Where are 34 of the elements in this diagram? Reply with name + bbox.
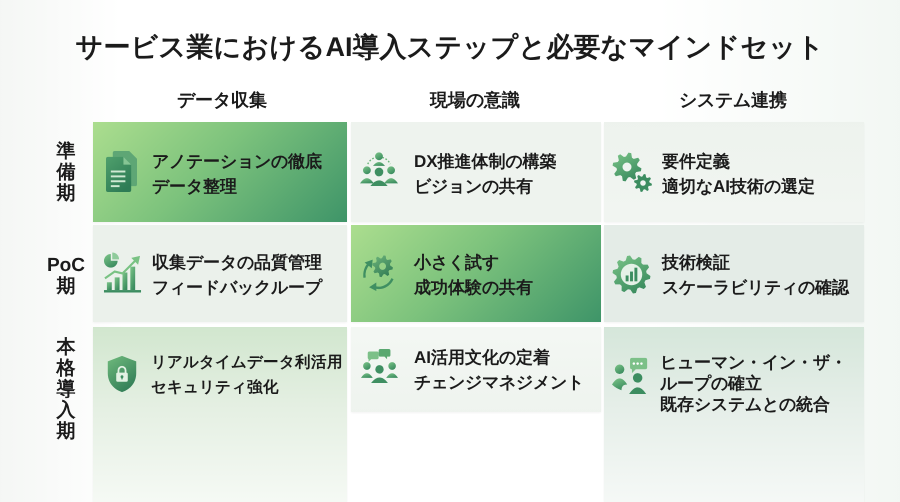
step-text: データ整理 [152,176,237,198]
step-text: リアルタイムデータ利活用 [151,352,343,373]
step-text: 要件定義 [662,151,730,173]
step-text: DX推進体制の構築 [414,151,557,173]
step-text: ヒューマン・イン・ザ・ループの確立 [660,352,848,394]
step-tile [351,225,601,322]
step-text: チェンジマネジメント [414,372,584,394]
step-text: スケーラビリティの確認 [662,277,849,299]
title: サービス業におけるAI導入ステップと必要なマインドセット [76,31,824,64]
step-text: フィードバックループ [152,277,322,299]
step-tile [351,122,601,222]
step-tile [604,225,864,322]
phase-label: 本格導入期 [55,336,76,442]
column-heading: 現場の意識 [430,89,520,112]
phase-label: 準備期 [55,140,76,204]
step-text: 収集データの品質管理 [152,252,322,274]
step-text: 既存システムとの統合 [660,394,830,415]
step-text: アノテーションの徹底 [152,151,322,173]
step-text: セキュリティ強化 [151,378,279,398]
step-tile [604,327,864,502]
step-text: 適切なAI技術の選定 [662,176,815,198]
step-text: ビジョンの共有 [414,176,533,198]
phase-label: PoC期 [46,255,86,297]
column-heading: システム連携 [679,89,787,112]
step-text: 技術検証 [662,252,730,274]
step-tile [93,122,347,222]
step-text: 成功体験の共有 [414,277,533,299]
step-tile [93,327,347,502]
step-text: 小さく試す [414,252,499,274]
step-tile [351,327,601,412]
step-tile [93,225,347,322]
step-text: AI活用文化の定着 [414,347,550,369]
column-heading: データ収集 [177,89,267,112]
step-tile [604,122,864,222]
